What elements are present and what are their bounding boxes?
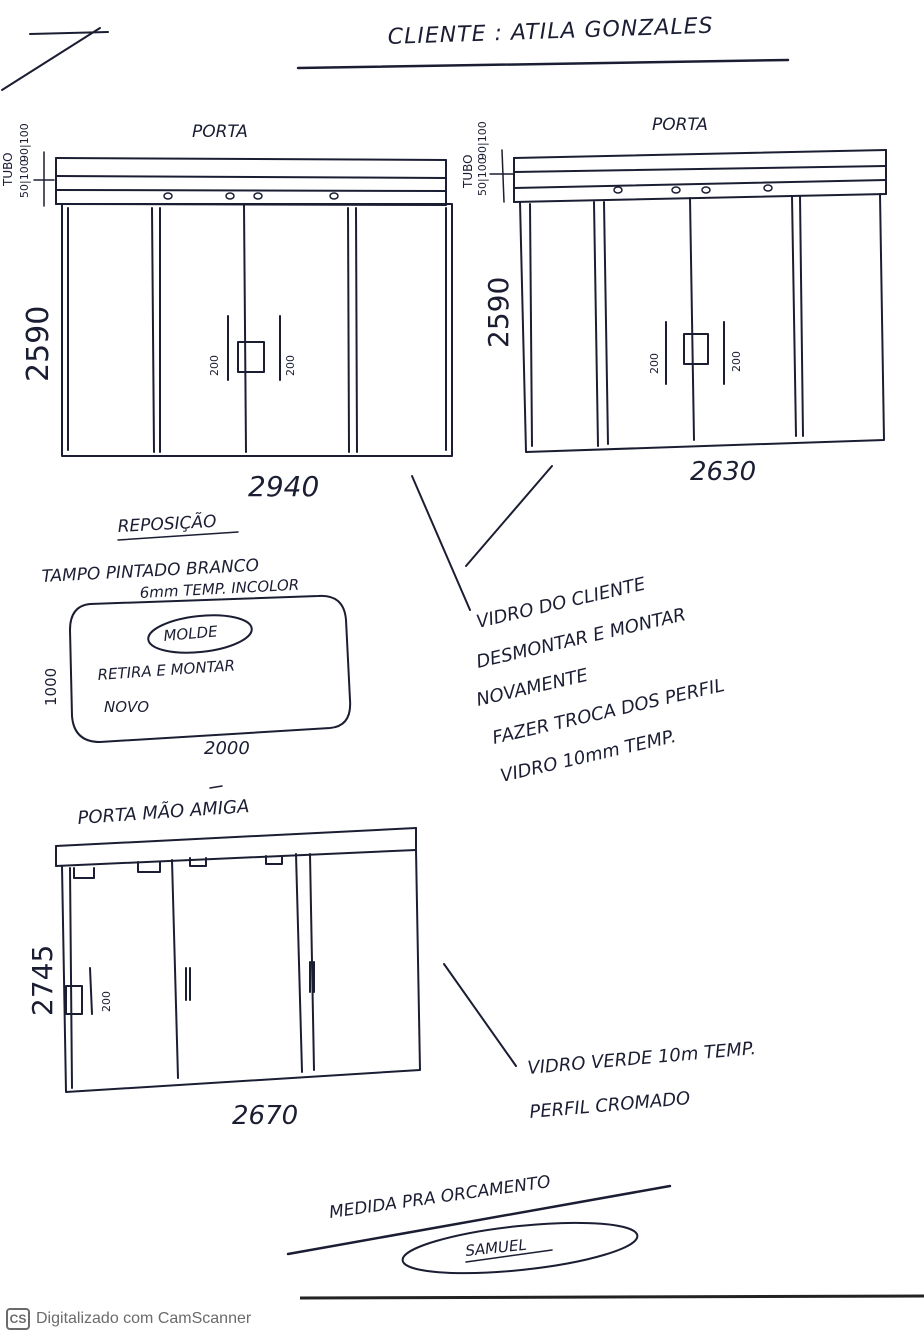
door1-title: PORTA	[192, 122, 248, 142]
note-vidro-cliente: VIDRO DO CLIENTE DESMONTAR E MONTAR NOVA…	[474, 573, 726, 786]
door1-dim-b: 90|100	[18, 123, 31, 162]
camscanner-logo: CS	[6, 1308, 30, 1330]
door2-dim-a: 50|100	[476, 157, 489, 196]
note-verde-line2: PERFIL CROMADO	[529, 1088, 691, 1123]
door3-pointer-line	[443, 963, 517, 1067]
reposicao-badge: MOLDE	[163, 622, 219, 645]
door2-title: PORTA	[652, 115, 708, 135]
door2-dim-b: 90|100	[476, 121, 489, 160]
reposicao-note-line2: NOVO	[104, 698, 149, 716]
door2-handle-left: 200	[648, 353, 661, 374]
door1-width: 2940	[248, 470, 319, 503]
scanner-footer-text: Digitalizado com CamScanner	[36, 1310, 252, 1327]
note-pointer-lines	[411, 465, 553, 611]
door1-dim-tubo: TUBO	[1, 152, 15, 187]
door2-handle-right: 200	[730, 351, 743, 372]
header-underline	[296, 58, 790, 70]
folded-corner	[1, 27, 109, 91]
note-vidro-verde: VIDRO VERDE 10m TEMP. PERFIL CROMADO	[527, 1038, 757, 1123]
reposicao-width: 2000	[204, 738, 250, 759]
door3-handle: 200	[100, 991, 113, 1012]
door1-handle-right: 200	[284, 355, 297, 376]
door1-height: 2590	[21, 306, 56, 382]
page-bottom-edge	[299, 1294, 924, 1300]
door1-handle-left: 200	[208, 355, 221, 376]
signature-caption: MEDIDA PRA ORCAMENTO	[328, 1172, 552, 1223]
door3-title: PORTA MÃO AMIGA	[77, 795, 250, 829]
reposicao-title: REPOSIÇÃO	[117, 510, 217, 537]
note-verde-line1: VIDRO VERDE 10m TEMP.	[527, 1038, 757, 1079]
reposicao-height: 1000	[42, 668, 60, 706]
door2-drawing: PORTA TUBO	[461, 115, 887, 487]
door3-drawing: PORTA MÃO AMIGA 2745 200 2670	[26, 785, 421, 1131]
reposicao-note-line1: RETIRA E MONTAR	[97, 656, 236, 684]
note-cliente-line3: NOVAMENTE	[474, 665, 590, 711]
signature-name: SAMUEL	[465, 1236, 528, 1260]
signature-block: MEDIDA PRA ORCAMENTO SAMUEL	[286, 1172, 672, 1275]
door3-width: 2670	[232, 1101, 298, 1131]
door1-drawing: PORTA	[1, 122, 453, 503]
door1-dim-a: 50|100	[18, 159, 31, 198]
door3-height: 2745	[26, 945, 59, 1016]
door2-dim-tubo: TUBO	[461, 154, 475, 189]
reposicao-block: REPOSIÇÃO TAMPO PINTADO BRANCO 6mm TEMP.…	[41, 510, 352, 759]
door2-height: 2590	[482, 277, 515, 348]
door2-width: 2630	[690, 457, 756, 487]
client-header: CLIENTE : ATILA GONZALES	[387, 14, 714, 50]
scanner-footer: CS Digitalizado com CamScanner	[6, 1306, 251, 1332]
